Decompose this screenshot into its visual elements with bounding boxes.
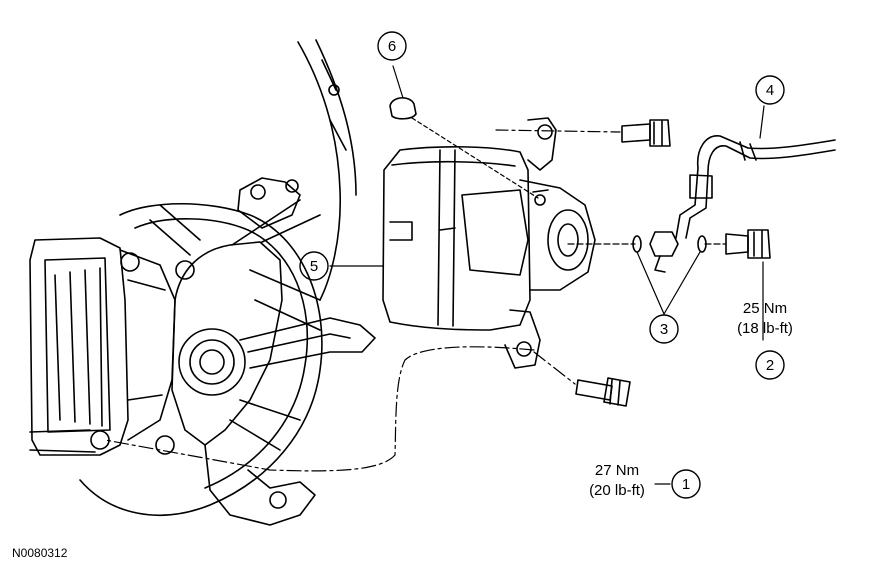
banjo-bolt-torque-lbft: (18 lb-ft): [737, 320, 793, 337]
callout-3: 3: [660, 321, 668, 338]
callout-5-circle: [299, 251, 329, 281]
callout-5: 5: [310, 258, 318, 275]
callout-3-circle: [649, 314, 679, 344]
figure-id: N0080312: [12, 546, 68, 560]
knuckle-hub-assembly: [79, 39, 376, 526]
banjo-bolt-torque-nm: 25 Nm: [743, 300, 787, 317]
banjo-fitting-assembly: [632, 229, 771, 273]
callout-circles: [299, 31, 785, 499]
callout-2-circle: [755, 350, 785, 380]
callout-4: 4: [766, 82, 774, 99]
callout-6-circle: [377, 31, 407, 61]
caliper-bolt-torque-lbft: (20 lb-ft): [589, 482, 645, 499]
mounted-caliper: [29, 237, 195, 456]
callout-4-circle: [755, 75, 785, 105]
brake-hose: [675, 135, 836, 239]
bleeder-cap: [389, 97, 417, 120]
callout-1-circle: [671, 469, 701, 499]
leader-lines: [104, 65, 765, 485]
torque-specs: 27 Nm (20 lb-ft) 25 Nm (18 lb-ft): [589, 300, 793, 499]
callout-2: 2: [766, 357, 774, 374]
callout-numbers: 1 2 3 4 5 6: [310, 38, 774, 493]
lower-caliper-bolt: [575, 377, 631, 407]
brake-caliper: [382, 117, 596, 369]
caliper-bolt-torque-nm: 27 Nm: [595, 462, 639, 479]
callout-6: 6: [388, 38, 396, 55]
upper-caliper-bolt: [621, 119, 671, 147]
callout-1: 1: [682, 476, 690, 493]
